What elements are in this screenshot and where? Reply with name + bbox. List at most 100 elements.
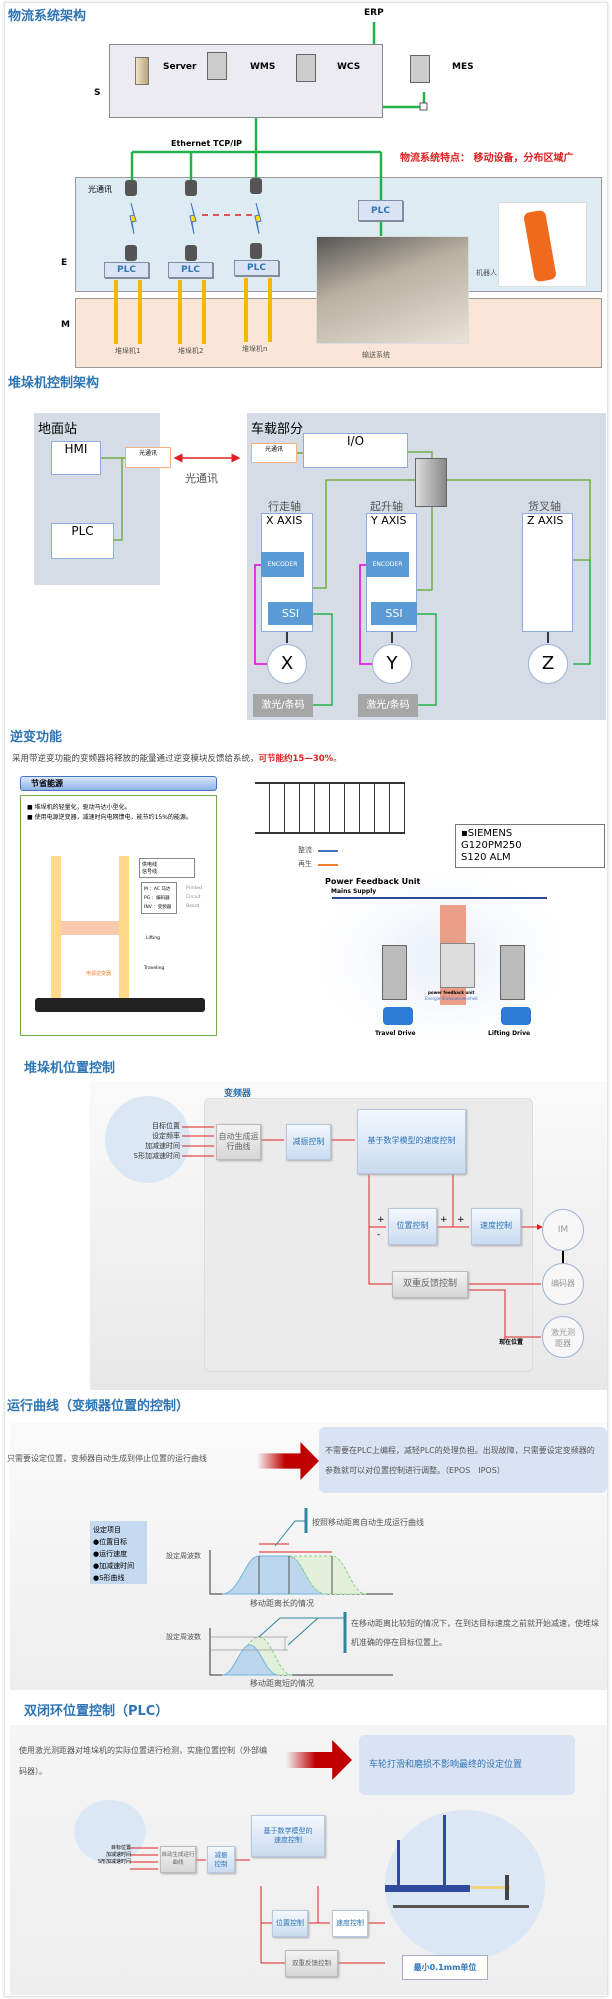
section-title-run-curve: 运行曲线（变频器位置的控制） [7,1399,190,1414]
inverter-label: 电源逆变器 [86,971,112,977]
hmi-label: HMI [64,442,88,456]
crane-mast [397,1840,400,1885]
settings-item: ●位置目标 [93,1538,128,1546]
input-item: 加减速时间 [145,1142,180,1150]
hmi-box: HMI [51,441,101,475]
speed-control-block-small: 速度控制 [332,1910,368,1937]
desc-highlight: 可节能约15—30% [258,754,334,764]
damping-block-small: 减振控制 [207,1846,235,1873]
z-axis-box: Z AXIS [522,513,573,632]
energy-saving-panel: ■ 堆垛机的轻量化，驱动马达小型化。 ■ 使用电源逆变器，减速时向电网馈电，能节… [20,795,217,1036]
wms-label: WMS [250,62,276,72]
optical-transceiver-icon [125,245,137,261]
plc-label: PLC [71,524,94,538]
minus-sign: - [377,1230,381,1240]
crane-base [35,998,205,1012]
ethernet-label: Ethernet TCP/IP [171,139,243,148]
optical-label: 光通讯 [88,185,112,194]
pcb-text: Circuit [186,895,201,900]
input-item: S形加减速时间 [133,1152,180,1160]
wcs-label: WCS [337,62,361,72]
x-axis-cn-label: 行走轴 [268,500,301,513]
robot-label: 机器人 [476,269,497,277]
crane-carriage [61,921,119,935]
dual-loop-right-text: 车轮打滑和磨损不影响最终的设定位置 [359,1735,575,1795]
x-axis-label: X AXIS [266,514,303,527]
position-control-block-small: 位置控制 [272,1910,308,1937]
rectify-label: 整流 [298,846,312,854]
long-distance-label: 移动距离长的情况 [250,1599,314,1608]
y-axis-label: Y AXIS [371,514,407,527]
inverter-circuit-diagram [255,782,405,834]
optical-transceiver-icon [125,180,137,196]
crane-zoom-circle [385,1810,545,1960]
pfu-title: Power Feedback Unit [325,877,421,886]
input-item: 加减速时间 [105,1852,131,1858]
regen-arrow [318,864,338,866]
conveyor-system-image [316,236,469,344]
optical-module-label: 光通讯 [138,450,157,457]
siemens-line: ▪SIEMENS [461,828,513,839]
input-item: 设定频率 [152,1132,180,1140]
regen-label: 再生 [298,860,312,868]
crane-mast [119,856,129,1001]
s-layer-box [109,44,383,118]
crane-rail [385,1885,470,1892]
desc-text: 采用带逆变功能的变频器将释放的能量通过逆变模块反馈给系统， [12,754,259,764]
abbr-item: M ：AC 马达 [144,887,171,892]
stacker-crane-2 [178,280,206,344]
wcs-computer-icon [296,54,316,82]
settings-box: 设定项目●位置目标●运行速度●加减速时间●S形曲线 [90,1521,147,1584]
stacker1-plc: PLC [104,262,149,278]
floor-rail [393,1905,529,1908]
onboard-label: 车载部分 [251,422,304,437]
feature-text: 物流系统特点： 移动设备，分布区域广 [400,153,574,164]
section-title-stacker-control: 堆垛机控制架构 [8,376,100,391]
optical-transceiver-icon [185,180,197,196]
input-item: 目标位置 [152,1122,180,1130]
stacker2-plc: PLC [168,262,213,278]
robot-image [498,202,587,287]
lifting-motor-icon [501,1007,531,1025]
crane-mast [443,1815,446,1885]
auto-curve-block-small: 自动生成运行曲线 [160,1846,196,1873]
stacker1-label: 堆垛机1 [115,347,141,355]
erp-label: ERP [364,8,384,18]
pcb-text: Board [186,904,200,909]
laser-rangefinder-circle: 激光测距器 [542,1316,584,1358]
inverter-description: 采用带逆变功能的变频器将释放的能量通过逆变模块反馈给系统，可节能约15—30%。 [12,752,342,764]
desc-end: 。 [333,754,342,764]
mes-computer-icon [410,55,430,83]
plus-sign: + [457,1215,465,1225]
conveyor-label: 输送系统 [362,351,390,359]
y-laser-barcode: 激光/条码 [358,694,418,717]
lifting-drive-label: Lifting Drive [488,1030,531,1037]
x-motor: X [267,644,307,684]
settings-item: 设定项目 [93,1526,121,1534]
power-feedback-unit-diagram: Power Feedback Unit Mains Supply power f… [325,875,560,1040]
position-control-block: 位置控制 [388,1208,437,1245]
lifting-label: Lifting [146,936,160,941]
freq-label-short: 設定周波数 [166,1633,201,1641]
input-item: S形加减速时间 [97,1859,131,1865]
x-ssi: SSI [268,602,313,625]
legend-power: 供电线 [142,862,158,868]
crane-mast [51,856,61,1001]
travel-drive-cabinet [382,945,407,1000]
energy-saving-header: 节省能源 [20,776,217,791]
section-title-logistics: 物流系统架构 [8,9,87,24]
ground-station-label: 地面站 [38,422,78,437]
abbr-item: PG ：编码器 [144,896,170,901]
callout-short-distance: 在移动距离比较短的情况下，在到达目标速度之前就开始减速，使堆垛机准确的停在目标位… [351,1619,599,1647]
pfu-de-label: Energie-Rückspeiseeinheit [425,996,478,1001]
y-motor: Y [372,644,412,684]
model-speed-block-small: 基于数学模型的速度控制 [251,1815,325,1857]
server-icon [135,57,149,85]
stacker-crane-n [244,278,272,342]
stackern-label: 堆垛机n [242,345,268,353]
mains-label: Mains Supply [331,888,377,895]
x-encoder: ENCODER [261,552,304,577]
